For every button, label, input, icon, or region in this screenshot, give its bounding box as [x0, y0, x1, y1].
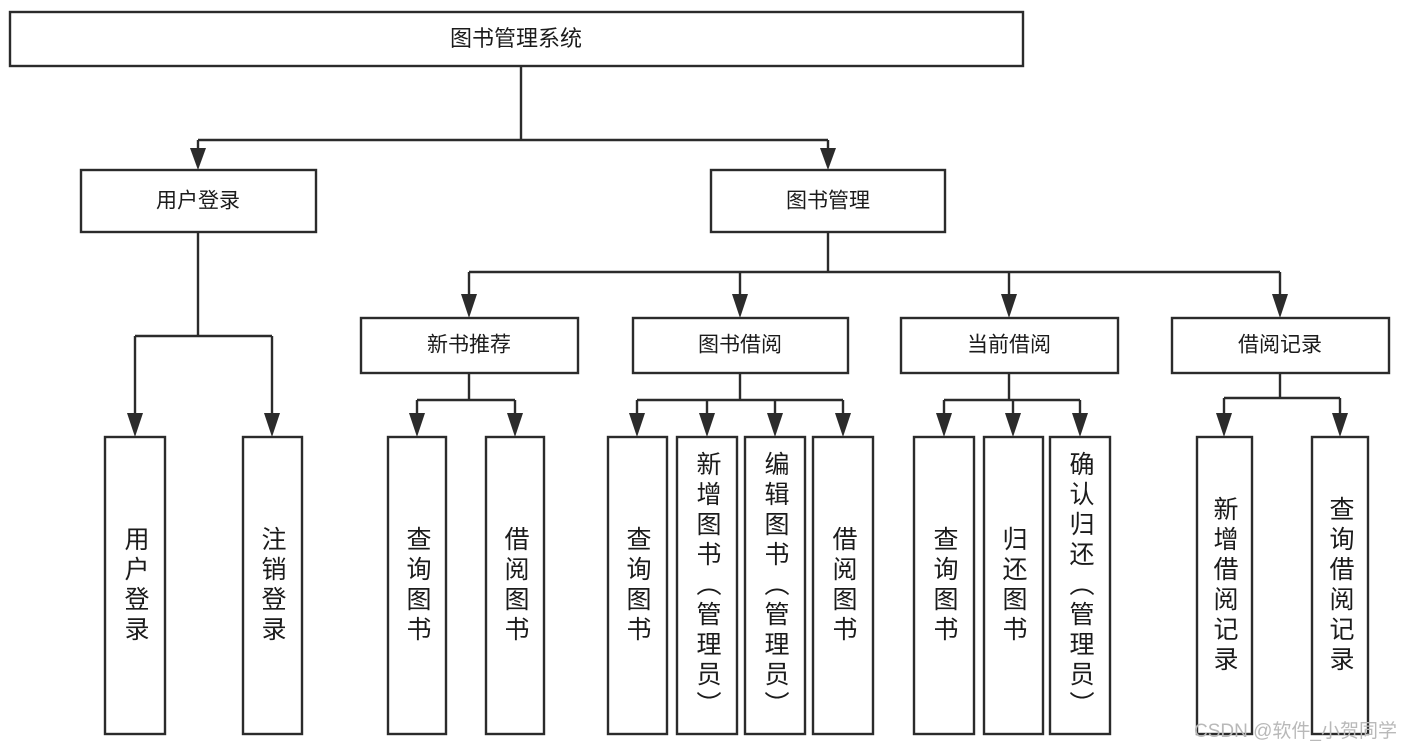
node-root-box[interactable] [8, 10, 1025, 68]
leaf-label: 用户登录 [121, 526, 150, 646]
arrow-record-leaf2 [1332, 413, 1348, 437]
leaf-box[interactable] [743, 435, 807, 736]
leaf-label: 借阅图书 [829, 526, 858, 646]
leaf-label: 确认归还（管理员） [1066, 451, 1095, 721]
leaf-node[interactable]: 归还图书 [982, 435, 1045, 736]
node-new-book-recommend-label: 新书推荐 [427, 334, 511, 357]
node-new-book-recommend[interactable]: 新书推荐 [359, 316, 580, 375]
node-current-borrow-label: 当前借阅 [967, 334, 1051, 357]
leaf-box[interactable] [1048, 435, 1112, 736]
leaf-label: 归还图书 [999, 526, 1028, 646]
arrow-borrow-leaf4 [835, 413, 851, 437]
node-book-borrow-label: 图书借阅 [698, 334, 782, 357]
arrow-to-book-borrow [732, 294, 748, 318]
node-book-management-label: 图书管理 [786, 190, 870, 213]
leaf-node[interactable]: 注销登录 [241, 435, 304, 736]
node-root-label: 图书管理系统 [450, 26, 582, 51]
leaf-box[interactable] [606, 435, 669, 736]
leaf-node[interactable]: 查询图书 [386, 435, 448, 736]
leaf-box[interactable] [1195, 435, 1254, 736]
node-book-borrow-box[interactable] [631, 316, 850, 375]
node-user-login-box[interactable] [79, 168, 318, 234]
arrow-current-leaf3 [1072, 413, 1088, 437]
arrow-rec-leaf2 [507, 413, 523, 437]
leaf-box[interactable] [241, 435, 304, 736]
arrow-to-current-borrow [1001, 294, 1017, 318]
leaf-node[interactable]: 确认归还（管理员） [1048, 435, 1112, 736]
leaf-box[interactable] [103, 435, 167, 736]
leaf-node[interactable]: 编辑图书（管理员） [743, 435, 807, 736]
arrow-borrow-leaf3 [767, 413, 783, 437]
leaf-node[interactable]: 查询图书 [912, 435, 976, 736]
node-user-login-label: 用户登录 [156, 190, 240, 213]
arrow-user-leaf2 [264, 413, 280, 437]
connector-layer [127, 66, 1348, 437]
leaf-label: 查询借阅记录 [1326, 496, 1355, 676]
node-current-borrow[interactable]: 当前借阅 [899, 316, 1120, 375]
leaf-label: 注销登录 [258, 526, 287, 646]
leaf-label: 查询图书 [623, 526, 652, 646]
node-borrow-record-label: 借阅记录 [1238, 334, 1322, 357]
node-borrow-record[interactable]: 借阅记录 [1170, 316, 1391, 375]
arrow-borrow-leaf1 [629, 413, 645, 437]
arrow-borrow-leaf2 [699, 413, 715, 437]
leaf-node[interactable]: 用户登录 [103, 435, 167, 736]
leaf-label: 编辑图书（管理员） [761, 451, 790, 721]
node-root[interactable]: 图书管理系统 [8, 10, 1025, 68]
leaf-node[interactable]: 新增图书（管理员） [675, 435, 739, 736]
node-book-borrow[interactable]: 图书借阅 [631, 316, 850, 375]
arrow-to-book-mgmt [820, 148, 836, 170]
leaf-label: 查询图书 [403, 526, 432, 646]
node-new-book-recommend-box[interactable] [359, 316, 580, 375]
arrow-record-leaf1 [1216, 413, 1232, 437]
arrow-user-leaf1 [127, 413, 143, 437]
leaf-node[interactable]: 新增借阅记录 [1195, 435, 1254, 736]
leaf-box[interactable] [675, 435, 739, 736]
leaf-box[interactable] [484, 435, 546, 736]
arrow-rec-leaf1 [409, 413, 425, 437]
node-current-borrow-box[interactable] [899, 316, 1120, 375]
leaf-label: 新增借阅记录 [1210, 496, 1239, 676]
leaf-box[interactable] [1310, 435, 1370, 736]
leaf-node[interactable]: 借阅图书 [484, 435, 546, 736]
leaf-box[interactable] [982, 435, 1045, 736]
leaf-box[interactable] [912, 435, 976, 736]
node-book-management-box[interactable] [709, 168, 947, 234]
leaf-node[interactable]: 查询借阅记录 [1310, 435, 1370, 736]
arrow-to-new-book-rec [461, 294, 477, 318]
leaf-label: 新增图书（管理员） [693, 451, 722, 721]
leaf-label: 查询图书 [930, 526, 959, 646]
leaf-node[interactable]: 借阅图书 [811, 435, 875, 736]
leaf-node[interactable]: 查询图书 [606, 435, 669, 736]
node-borrow-record-box[interactable] [1170, 316, 1391, 375]
arrow-current-leaf1 [936, 413, 952, 437]
node-book-management[interactable]: 图书管理 [709, 168, 947, 234]
leaf-box[interactable] [386, 435, 448, 736]
arrow-to-borrow-record [1272, 294, 1288, 318]
node-user-login[interactable]: 用户登录 [79, 168, 318, 234]
leaf-label: 借阅图书 [501, 526, 530, 646]
arrow-to-user-login [190, 148, 206, 170]
leaf-box[interactable] [811, 435, 875, 736]
arrow-current-leaf2 [1005, 413, 1021, 437]
